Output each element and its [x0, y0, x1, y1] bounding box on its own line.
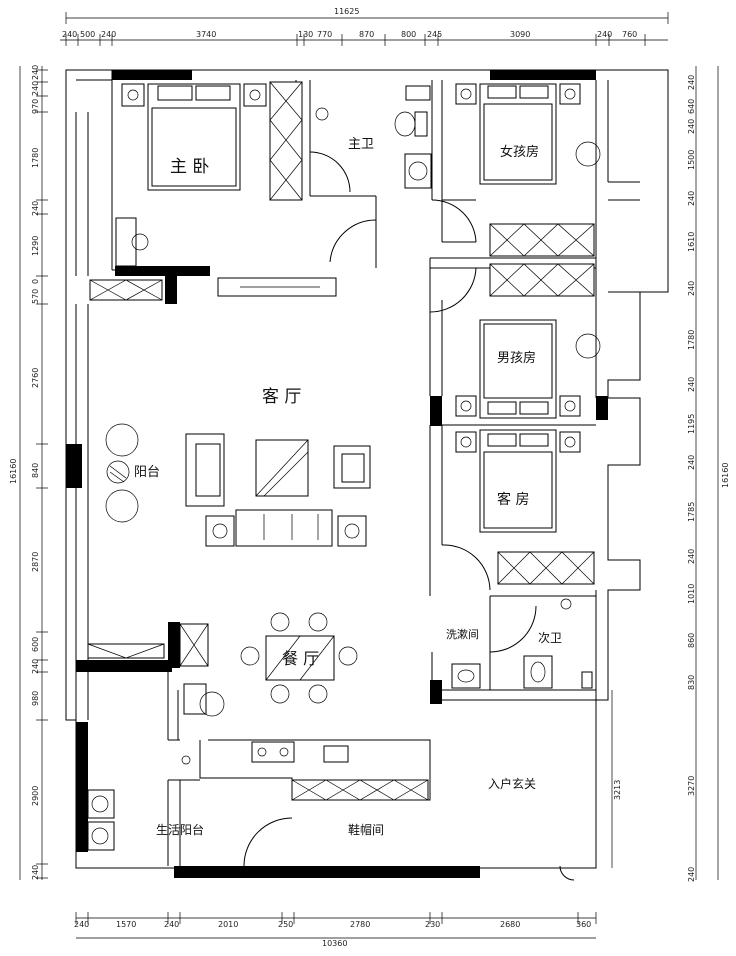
label-master-bath: 主卫 — [348, 137, 374, 152]
right-dim-5: 1610 — [687, 232, 696, 252]
bottom-total-dim: 10360 — [322, 939, 347, 948]
bottom-dim-6: 230 — [425, 920, 440, 929]
furniture — [87, 81, 601, 851]
top-dim-0: 240 — [62, 30, 77, 39]
right-dim-7: 1780 — [687, 330, 696, 350]
right-dim-2: 240 — [687, 119, 696, 134]
bottom-dimensions: 240 1570 240 2010 250 2780 230 2680 360 … — [74, 912, 597, 948]
top-dimensions: 11625 240 500 240 3740 130 770 870 800 2… — [60, 7, 669, 46]
second-bath-fixtures — [451, 598, 593, 689]
left-dim-10: 2870 — [31, 552, 40, 572]
left-dim-5: 1290 — [31, 236, 40, 256]
guest-bed — [455, 429, 581, 533]
top-dim-3: 3740 — [196, 30, 216, 39]
top-dim-4: 130 — [298, 30, 313, 39]
balcony-chairs — [105, 423, 139, 523]
right-dim-9: 1195 — [687, 414, 696, 434]
right-dim-16: 3270 — [687, 776, 696, 796]
top-dim-11: 760 — [622, 30, 637, 39]
right-dim-11: 1785 — [687, 502, 696, 522]
top-total-dim: 11625 — [334, 7, 359, 16]
right-dim-17: 240 — [687, 867, 696, 882]
top-dim-8: 245 — [427, 30, 442, 39]
master-wardrobe — [269, 81, 303, 201]
label-dining-room: 餐 厅 — [282, 649, 319, 668]
label-girls-room: 女孩房 — [500, 144, 539, 160]
left-dim-1: 240 — [31, 81, 40, 96]
right-total-dim: 16160 — [721, 463, 730, 488]
top-dim-10: 240 — [597, 30, 612, 39]
label-boys-room: 男孩房 — [497, 350, 536, 366]
left-dimensions: 240 240 970 1780 240 1290 0 570 2760 840… — [9, 65, 48, 880]
bottom-dim-2: 240 — [164, 920, 179, 929]
top-dim-9: 3090 — [510, 30, 530, 39]
left-dim-8: 2760 — [31, 368, 40, 388]
right-dim-6: 240 — [687, 281, 696, 296]
living-sofa-set — [185, 433, 371, 547]
bottom-dim-4: 250 — [278, 920, 293, 929]
room-labels: 主 卧 主卫 女孩房 客 厅 男孩房 阳台 客 房 餐 厅 洗漱间 次卫 入户玄… — [134, 137, 562, 837]
right-dim-14: 860 — [687, 633, 696, 648]
bottom-dim-3: 2010 — [218, 920, 238, 929]
left-dim-2: 970 — [31, 99, 40, 114]
left-dim-15: 240 — [31, 865, 40, 880]
left-total-dim: 16160 — [9, 459, 18, 484]
master-bath-fixtures — [315, 85, 432, 189]
kitchen-fixtures — [181, 683, 349, 765]
label-guest-room: 客 房 — [497, 491, 529, 508]
boys-bed — [455, 319, 601, 419]
left-dim-3: 1780 — [31, 148, 40, 168]
washing-machines — [87, 789, 115, 851]
top-dim-6: 870 — [359, 30, 374, 39]
left-dim-0: 240 — [31, 65, 40, 80]
walls — [65, 69, 669, 878]
label-balcony: 阳台 — [134, 465, 160, 480]
label-living-room: 客 厅 — [262, 387, 301, 407]
bottom-dim-5: 2780 — [350, 920, 370, 929]
right-dim-0: 240 — [687, 75, 696, 90]
dining-table — [240, 612, 358, 704]
right-dim-13: 1010 — [687, 584, 696, 604]
bottom-dim-0: 240 — [74, 920, 89, 929]
right-dim-12: 240 — [687, 549, 696, 564]
right-dim-8: 240 — [687, 377, 696, 392]
right-inner-dim: 3213 — [613, 780, 622, 800]
right-dimensions: 240 640 240 1500 240 1610 240 1780 240 1… — [611, 66, 730, 882]
master-bed — [121, 83, 267, 191]
bottom-dim-7: 2680 — [500, 920, 520, 929]
corridor-wardrobes — [489, 223, 595, 297]
girls-bed — [455, 83, 601, 185]
label-master-bedroom: 主 卧 — [170, 157, 209, 177]
top-dim-5: 770 — [317, 30, 332, 39]
left-dim-14: 2900 — [31, 786, 40, 806]
label-service-balcony: 生活阳台 — [156, 822, 204, 837]
left-dim-6: 0 — [31, 279, 40, 284]
label-washroom: 洗漱间 — [446, 628, 479, 641]
left-dim-4: 240 — [31, 201, 40, 216]
left-dim-12: 240 — [31, 659, 40, 674]
top-dim-7: 800 — [401, 30, 416, 39]
bottom-dim-8: 360 — [576, 920, 591, 929]
right-dim-4: 240 — [687, 191, 696, 206]
right-dim-10: 240 — [687, 455, 696, 470]
right-dim-3: 1500 — [687, 150, 696, 170]
right-dim-15: 830 — [687, 675, 696, 690]
left-dim-9: 840 — [31, 463, 40, 478]
top-dim-1: 500 — [80, 30, 95, 39]
right-dim-1: 640 — [687, 99, 696, 114]
label-cloakroom: 鞋帽间 — [348, 822, 384, 837]
left-dim-13: 980 — [31, 691, 40, 706]
doors — [243, 151, 575, 881]
left-dim-7: 570 — [31, 289, 40, 304]
label-second-bath: 次卫 — [538, 631, 562, 645]
top-dim-2: 240 — [101, 30, 116, 39]
label-entrance: 入户玄关 — [488, 776, 536, 791]
bottom-dim-1: 1570 — [116, 920, 136, 929]
left-dim-11: 600 — [31, 637, 40, 652]
